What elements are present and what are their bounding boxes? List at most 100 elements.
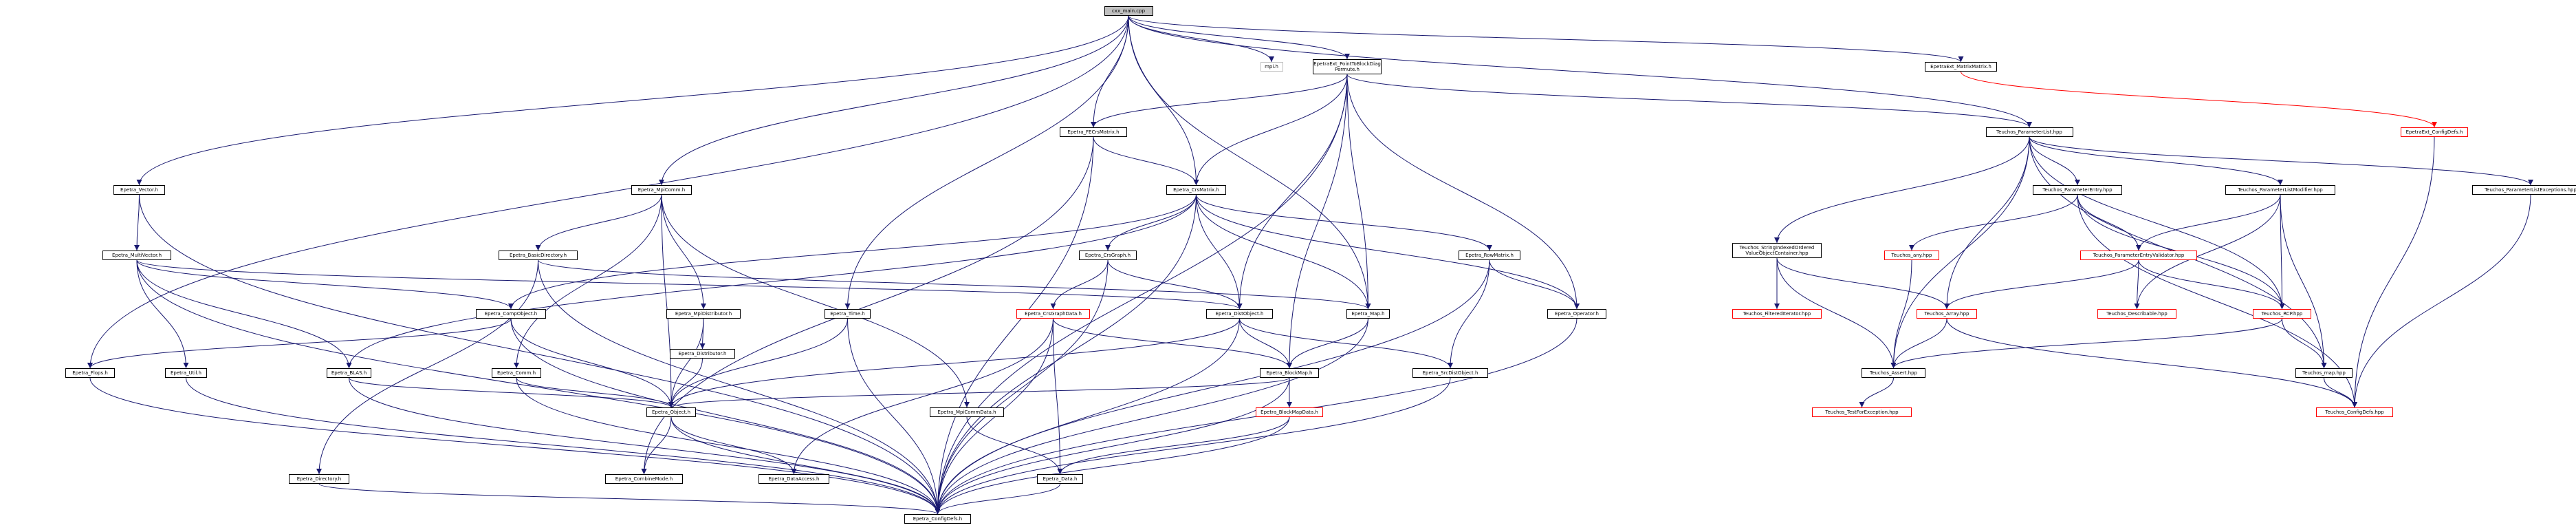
node-crsmatrix[interactable]: Epetra_CrsMatrix.h bbox=[1166, 185, 1226, 195]
edge-time-to-object bbox=[668, 318, 848, 408]
edge-crsgraph-to-configdefs bbox=[935, 259, 1109, 515]
node-blockmap[interactable]: Epetra_BlockMap.h bbox=[1260, 368, 1319, 378]
edge-blas-to-configdefs bbox=[349, 377, 941, 515]
node-teuchos-rcp[interactable]: Teuchos_RCP.hpp bbox=[2253, 309, 2311, 319]
node-mpicommdata[interactable]: Epetra_MpiCommData.h bbox=[930, 407, 1004, 417]
edge-multivector-to-util bbox=[136, 259, 189, 369]
node-testforexception[interactable]: Teuchos_TestForException.hpp bbox=[1812, 407, 1912, 417]
node-data[interactable]: Epetra_Data.h bbox=[1037, 474, 1083, 484]
edge-tpl-to-tsioc bbox=[1774, 136, 2030, 244]
node-configdefs[interactable]: Epetra_ConfigDefs.h bbox=[904, 514, 971, 524]
edge-flops-to-configdefs bbox=[89, 377, 941, 515]
node-cxx-main[interactable]: cxx_main.cpp bbox=[1104, 6, 1153, 16]
edge-tpl-to-tassert bbox=[1890, 136, 2030, 369]
edge-time-to-configdefs bbox=[847, 318, 941, 515]
edge-basicdir-to-configdefs bbox=[538, 259, 941, 515]
node-util[interactable]: Epetra_Util.h bbox=[165, 368, 207, 378]
edge-util-to-configdefs bbox=[186, 377, 941, 515]
node-distobject[interactable]: Epetra_DistObject.h bbox=[1206, 309, 1273, 319]
edge-tplm-to-tpev bbox=[2136, 194, 2281, 251]
edge-cxx_main-to-flops bbox=[87, 15, 1129, 369]
node-blockmapdata[interactable]: Epetra_BlockMapData.h bbox=[1256, 407, 1323, 417]
node-dataaccess[interactable]: Epetra_DataAccess.h bbox=[758, 474, 829, 484]
node-parameterlistexceptions[interactable]: Teuchos_ParameterListExceptions.hpp bbox=[2472, 185, 2576, 195]
edge-mpicomm-to-mpidist bbox=[661, 194, 706, 310]
edge-distobj-to-srcdistobj bbox=[1239, 318, 1453, 369]
edge-tarray-to-tassert bbox=[1890, 318, 1947, 369]
edge-cxx_main-to-map bbox=[1128, 15, 1371, 310]
node-epetraext-matrixmatrix[interactable]: EpetraExt_MatrixMatrix.h bbox=[1925, 62, 1997, 72]
node-operator[interactable]: Epetra_Operator.h bbox=[1547, 309, 1606, 319]
node-crsgraphdata[interactable]: Epetra_CrsGraphData.h bbox=[1016, 309, 1090, 319]
edge-rowmatrix-to-srcdistobj bbox=[1448, 259, 1490, 369]
edge-cxx_main-to-tpl bbox=[1128, 15, 2032, 128]
node-multivector[interactable]: Epetra_MultiVector.h bbox=[102, 251, 171, 260]
edge-cxx_main-to-epetraext_mm bbox=[1128, 15, 1964, 63]
edge-map-to-blockmap bbox=[1287, 318, 1368, 369]
node-mpicomm[interactable]: Epetra_MpiComm.h bbox=[631, 185, 692, 195]
edge-rowmatrix-to-operator bbox=[1489, 259, 1580, 310]
node-teuchos-any[interactable]: Teuchos_any.hpp bbox=[1884, 251, 1939, 260]
node-compobject[interactable]: Epetra_CompObject.h bbox=[476, 309, 546, 319]
edge-mpicomm-to-basicdir bbox=[535, 194, 662, 251]
edge-cxx_main-to-mpicomm bbox=[659, 15, 1129, 186]
node-epetraext-configdefs[interactable]: EpetraExt_ConfigDefs.h bbox=[2401, 127, 2468, 137]
edge-blas-to-object bbox=[349, 377, 674, 408]
node-mpi-h[interactable]: mpi.h bbox=[1260, 62, 1283, 72]
node-epetraext-pointtoblockdiag[interactable]: EpetraExt_PointToBlockDiag Permute.h bbox=[1313, 59, 1382, 74]
node-stringindexed-container[interactable]: Teuchos_StringIndexedOrdered ValueObject… bbox=[1732, 243, 1822, 258]
edge-comm-to-object bbox=[516, 377, 674, 408]
node-parameterentry[interactable]: Teuchos_ParameterEntry.hpp bbox=[2033, 185, 2122, 195]
node-flops[interactable]: Epetra_Flops.h bbox=[65, 368, 115, 378]
node-distributor[interactable]: Epetra_Distributor.h bbox=[670, 349, 735, 359]
node-combinemode[interactable]: Epetra_CombineMode.h bbox=[605, 474, 683, 484]
node-time[interactable]: Epetra_Time.h bbox=[825, 309, 871, 319]
node-directory[interactable]: Epetra_Directory.h bbox=[289, 474, 349, 484]
node-rowmatrix[interactable]: Epetra_RowMatrix.h bbox=[1459, 251, 1520, 260]
edge-crsmatrix-to-operator bbox=[1196, 194, 1580, 310]
node-srcdistobject[interactable]: Epetra_SrcDistObject.h bbox=[1412, 368, 1488, 378]
node-vector[interactable]: Epetra_Vector.h bbox=[113, 185, 165, 195]
node-teuchos-configdefs[interactable]: Teuchos_ConfigDefs.hpp bbox=[2316, 407, 2393, 417]
node-filterediterator[interactable]: Teuchos_FilteredIterator.hpp bbox=[1732, 309, 1822, 319]
node-mpidistributor[interactable]: Epetra_MpiDistributor.h bbox=[666, 309, 741, 319]
edge-vector-to-multivector bbox=[134, 194, 140, 251]
edge-crsmatrix-to-configdefs bbox=[935, 194, 1197, 515]
edge-blockmap-to-object bbox=[668, 377, 1290, 408]
edge-tpl-to-trcp bbox=[2029, 136, 2285, 310]
node-fecrsmatrix[interactable]: Epetra_FECrsMatrix.h bbox=[1060, 127, 1127, 137]
node-basicdirectory[interactable]: Epetra_BasicDirectory.h bbox=[499, 251, 578, 260]
edge-crsgraphdata-to-dataaccess bbox=[791, 318, 1054, 475]
node-parameterlist[interactable]: Teuchos_ParameterList.hpp bbox=[1985, 127, 2073, 137]
edge-tsioc-to-tassert bbox=[1776, 257, 1897, 369]
node-blas[interactable]: Epetra_BLAS.h bbox=[327, 368, 371, 378]
edge-comm-to-configdefs bbox=[516, 377, 941, 515]
edge-epetraext_ptbd-to-map bbox=[1346, 74, 1371, 310]
edge-crsgraph-to-distobj bbox=[1107, 259, 1243, 310]
edge-fecrs-to-combinemode bbox=[641, 136, 1094, 475]
edge-tplm-to-tmap bbox=[2280, 194, 2327, 369]
edge-multivector-to-configdefs bbox=[136, 259, 941, 515]
node-object[interactable]: Epetra_Object.h bbox=[646, 407, 696, 417]
node-parameterentryvalidator[interactable]: Teuchos_ParameterEntryValidator.hpp bbox=[2080, 251, 2197, 260]
edge-basicdir-to-directory bbox=[316, 259, 538, 475]
node-teuchos-assert[interactable]: Teuchos_Assert.hpp bbox=[1862, 368, 1925, 378]
edge-multivector-to-blas bbox=[136, 259, 352, 369]
edge-cxx_main-to-fecrs bbox=[1091, 15, 1129, 128]
edge-tsioc-to-tarray bbox=[1776, 257, 1950, 310]
node-teuchos-array[interactable]: Teuchos_Array.hpp bbox=[1917, 309, 1977, 319]
node-crsgraph[interactable]: Epetra_CrsGraph.h bbox=[1079, 251, 1137, 260]
node-describable[interactable]: Teuchos_Describable.hpp bbox=[2097, 309, 2176, 319]
edge-mpicommdata-to-data bbox=[966, 416, 1063, 475]
edge-compobj-to-flops bbox=[87, 318, 512, 369]
edge-epetraext_ptbd-to-crsmatrix bbox=[1193, 74, 1348, 186]
node-comm[interactable]: Epetra_Comm.h bbox=[492, 368, 541, 378]
edge-tplm-to-tdesc bbox=[2134, 194, 2281, 310]
edge-tpl-to-tarray bbox=[1944, 136, 2030, 310]
node-map[interactable]: Epetra_Map.h bbox=[1346, 309, 1390, 319]
edge-srcdistobj-to-configdefs bbox=[935, 377, 1451, 515]
edge-tmap-to-tcd bbox=[2324, 377, 2357, 408]
edge-tpl-to-tplm bbox=[2029, 136, 2283, 186]
node-teuchos-map[interactable]: Teuchos_map.hpp bbox=[2295, 368, 2353, 378]
node-parameterlistmodifier[interactable]: Teuchos_ParameterListModifier.hpp bbox=[2225, 185, 2335, 195]
